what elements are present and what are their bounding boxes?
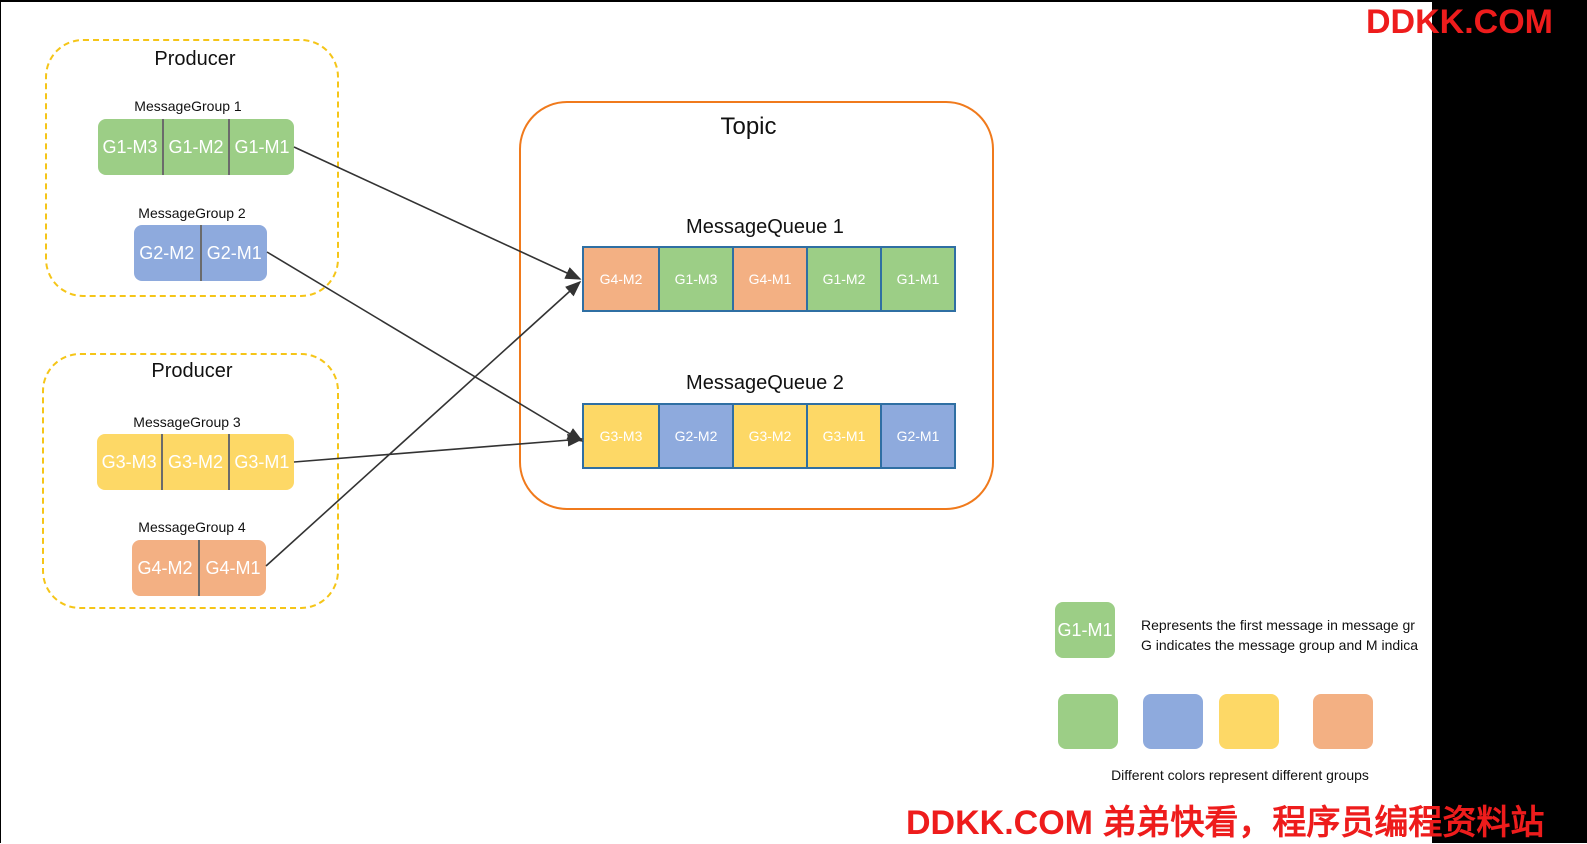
message-cell: G1-M3 — [102, 136, 158, 157]
colors-caption: Different colors represent different gro… — [1111, 767, 1369, 783]
arrow-group2-to-queue2 — [266, 251, 584, 442]
message-cell: G3-M3 — [101, 451, 157, 472]
producer-title-2: Producer — [151, 360, 233, 382]
message-group-3: G3-M3 G3-M2 G3-M1 — [97, 434, 294, 490]
right-black-bar — [1432, 0, 1587, 843]
queue-message-cell: G4-M1 — [732, 248, 806, 310]
message-group-2: G2-M2 G2-M1 — [134, 225, 267, 281]
color-swatch-green — [1058, 694, 1118, 749]
color-swatch-blue — [1143, 694, 1203, 749]
message-cell: G3-M1 — [227, 434, 294, 490]
message-queue-2: G3-M3 G2-M2 G3-M2 G3-M1 G2-M1 — [582, 403, 956, 469]
message-cell: G1-M1 — [228, 119, 294, 175]
message-group-label-4: MessageGroup 4 — [138, 519, 246, 535]
message-cell: G2-M1 — [199, 225, 268, 281]
queue-message-cell: G1-M2 — [806, 248, 880, 310]
message-group-label-1: MessageGroup 1 — [134, 98, 242, 114]
message-cell: G1-M2 — [162, 119, 228, 175]
message-cell: G4-M1 — [198, 540, 266, 596]
watermark-bottom: DDKK.COM 弟弟快看，程序员编程资料站 — [906, 804, 1545, 842]
message-cell: G4-M2 — [137, 557, 193, 578]
queue-message-cell: G2-M2 — [658, 405, 732, 467]
message-group-label-2: MessageGroup 2 — [138, 205, 246, 221]
producer-box-2 — [42, 353, 339, 609]
legend-description-line-2: G indicates the message group and M indi… — [1141, 637, 1419, 653]
legend-sample-message: G1-M1 — [1055, 602, 1115, 658]
color-swatch-yellow — [1219, 694, 1279, 749]
queue-message-cell: G2-M1 — [880, 405, 954, 467]
queue-message-cell: G1-M3 — [658, 248, 732, 310]
watermark-top: DDKK.COM — [1366, 3, 1553, 41]
queue-message-cell: G3-M3 — [584, 405, 658, 467]
topic-title: Topic — [720, 113, 777, 140]
message-group-4: G4-M2 G4-M1 — [132, 540, 266, 596]
message-queue-title-2: MessageQueue 2 — [686, 372, 844, 394]
arrow-group4-to-queue1 — [265, 280, 582, 567]
message-queue-title-1: MessageQueue 1 — [686, 216, 844, 238]
arrow-group3-to-queue2 — [293, 433, 584, 463]
producer-title-1: Producer — [154, 48, 236, 70]
queue-message-cell: G1-M1 — [880, 248, 954, 310]
color-swatch-orange — [1313, 694, 1373, 749]
message-cell: G2-M2 — [139, 242, 195, 263]
message-queue-1: G4-M2 G1-M3 G4-M1 G1-M2 G1-M1 — [582, 246, 956, 312]
message-cell: G3-M2 — [161, 434, 227, 490]
queue-message-cell: G3-M2 — [732, 405, 806, 467]
topic-box — [519, 101, 994, 510]
arrow-group1-to-queue1 — [293, 146, 582, 280]
queue-message-cell: G4-M2 — [584, 248, 658, 310]
message-group-label-3: MessageGroup 3 — [133, 414, 241, 430]
queue-message-cell: G3-M1 — [806, 405, 880, 467]
message-group-1: G1-M3 G1-M2 G1-M1 — [98, 119, 294, 175]
legend-description-line-1: Represents the first message in message … — [1141, 617, 1415, 633]
